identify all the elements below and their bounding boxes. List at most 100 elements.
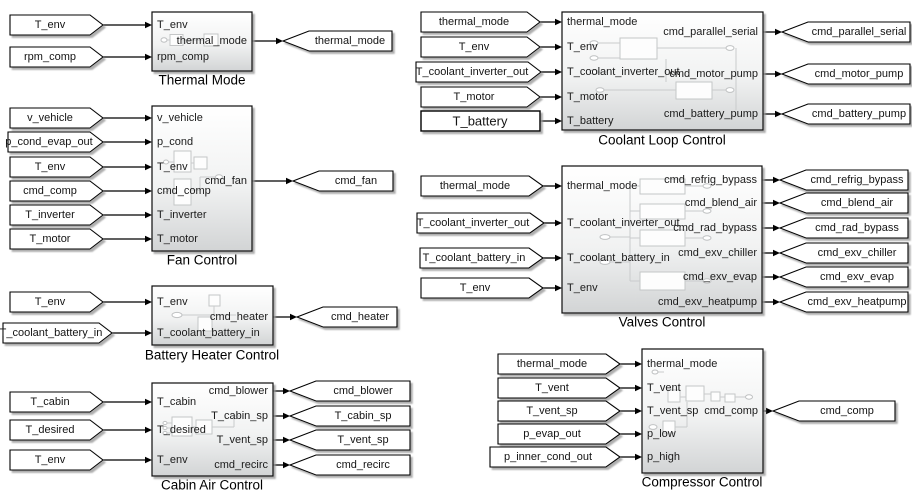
signal-line[interactable] xyxy=(103,298,152,306)
signal-line[interactable] xyxy=(762,273,780,281)
signal-line[interactable] xyxy=(273,313,297,321)
subsystem-preview xyxy=(163,150,223,206)
inport-t-coolant-battery-in[interactable] xyxy=(2,322,113,344)
inport-t-motor[interactable] xyxy=(420,86,541,108)
inport-label: T_vent xyxy=(535,382,569,394)
inport-t-coolant-inverter-out[interactable] xyxy=(416,212,545,234)
signal-line[interactable] xyxy=(540,43,562,51)
inport-t-cabin[interactable] xyxy=(9,391,104,413)
preview-shape xyxy=(163,159,169,165)
outport-cmd-comp[interactable] xyxy=(771,400,896,422)
inport-t-motor[interactable] xyxy=(9,228,104,250)
signal-line[interactable] xyxy=(103,398,152,406)
signal-line[interactable] xyxy=(762,224,780,232)
signal-line[interactable] xyxy=(273,436,290,444)
inport-t-inverter[interactable] xyxy=(9,204,104,226)
signal-line[interactable] xyxy=(762,298,780,306)
inport-t-env[interactable] xyxy=(9,14,104,36)
outport-cmd-blower[interactable] xyxy=(288,380,411,402)
signal-line[interactable] xyxy=(541,68,562,76)
signal-line[interactable] xyxy=(112,329,152,337)
outport-cmd-fan[interactable] xyxy=(291,170,394,192)
signal-line[interactable] xyxy=(540,117,562,125)
inport-thermal-mode[interactable] xyxy=(420,175,544,197)
outport-cmd-exv-heatpump[interactable] xyxy=(778,291,909,313)
signal-line[interactable] xyxy=(103,235,152,243)
inport-t-desired[interactable] xyxy=(9,419,104,441)
outport-thermal-mode[interactable] xyxy=(281,30,393,52)
signal-line[interactable] xyxy=(103,138,152,146)
signal-line[interactable] xyxy=(544,219,562,227)
signal-line[interactable] xyxy=(540,18,562,26)
signal-line[interactable] xyxy=(103,211,152,219)
signal-line[interactable] xyxy=(762,176,780,184)
inport-p-inner-cond-out[interactable] xyxy=(489,446,621,468)
signal-line[interactable] xyxy=(252,177,293,185)
outport-cmd-parallel-serial[interactable] xyxy=(780,21,911,43)
inport-t-env[interactable] xyxy=(9,449,104,471)
signal-line[interactable] xyxy=(543,182,562,190)
outport-cmd-rad-bypass[interactable] xyxy=(778,217,909,239)
outport-t-vent-sp[interactable] xyxy=(288,429,411,451)
signal-line[interactable] xyxy=(620,407,642,415)
inport-label: T_motor xyxy=(30,233,71,245)
signal-line[interactable] xyxy=(763,110,782,118)
signal-line[interactable] xyxy=(543,254,562,262)
signal-line[interactable] xyxy=(620,360,642,368)
signal-line[interactable] xyxy=(103,426,152,434)
signal-line[interactable] xyxy=(762,199,780,207)
signal-line[interactable] xyxy=(103,187,152,195)
inport-thermal-mode[interactable] xyxy=(420,11,541,33)
signal-line[interactable] xyxy=(103,114,152,122)
inport-cmd-comp[interactable] xyxy=(9,180,104,202)
outport-cmd-motor-pump[interactable] xyxy=(780,63,911,85)
inport-v-vehicle[interactable] xyxy=(9,107,104,129)
signal-line[interactable] xyxy=(763,28,782,36)
inport-t-env[interactable] xyxy=(420,277,544,299)
outport-cmd-battery-pump[interactable] xyxy=(780,103,911,125)
inport-thermal-mode[interactable] xyxy=(497,353,621,375)
signal-line[interactable] xyxy=(273,461,290,469)
inport-rpm-comp[interactable] xyxy=(9,46,104,68)
outport-cmd-heater[interactable] xyxy=(295,306,398,328)
port-label: T_vent_sp xyxy=(647,405,698,417)
inport-t-coolant-battery-in[interactable] xyxy=(419,247,544,269)
signal-line[interactable] xyxy=(762,249,780,257)
inport-p-evap-out[interactable] xyxy=(497,423,621,445)
outport-cmd-recirc[interactable] xyxy=(288,454,411,476)
preview-shape xyxy=(651,369,659,375)
input-block-t-battery[interactable] xyxy=(420,110,541,132)
port-label: cmd_parallel_serial xyxy=(663,26,758,38)
signal-line[interactable] xyxy=(252,37,283,45)
inport-t-env[interactable] xyxy=(9,156,104,178)
signal-line[interactable] xyxy=(763,407,773,415)
signal-line[interactable] xyxy=(273,412,290,420)
signal-line[interactable] xyxy=(543,284,562,292)
preview-shape xyxy=(702,278,712,284)
outport-t-cabin-sp[interactable] xyxy=(288,405,411,427)
signal-line[interactable] xyxy=(103,53,152,61)
signal-line[interactable] xyxy=(620,453,642,461)
outport-cmd-exv-chiller[interactable] xyxy=(778,242,909,264)
inport-p-cond-evap-out[interactable] xyxy=(7,131,104,153)
subsystem-thermal-mode[interactable] xyxy=(151,11,253,72)
signal-line[interactable] xyxy=(763,70,782,78)
subsystem-compressor-control[interactable] xyxy=(641,348,764,474)
outport-cmd-exv-evap[interactable] xyxy=(778,266,909,288)
port-label: T_env xyxy=(157,19,188,31)
inport-t-coolant-inverter-out[interactable] xyxy=(415,61,542,83)
signal-line[interactable] xyxy=(620,384,642,392)
inport-t-env[interactable] xyxy=(420,36,541,58)
signal-line[interactable] xyxy=(103,163,152,171)
signal-line[interactable] xyxy=(103,21,152,29)
outport-cmd-refrig-bypass[interactable] xyxy=(778,169,909,191)
inport-t-vent-sp[interactable] xyxy=(497,400,621,422)
signal-line[interactable] xyxy=(103,456,152,464)
signal-line[interactable] xyxy=(273,387,290,395)
outport-cmd-blend-air[interactable] xyxy=(778,192,909,214)
inport-t-env[interactable] xyxy=(9,291,104,313)
signal-line[interactable] xyxy=(620,430,642,438)
subsystem-fan-control[interactable] xyxy=(151,105,253,252)
signal-line[interactable] xyxy=(540,93,562,101)
inport-t-vent[interactable] xyxy=(497,377,621,399)
